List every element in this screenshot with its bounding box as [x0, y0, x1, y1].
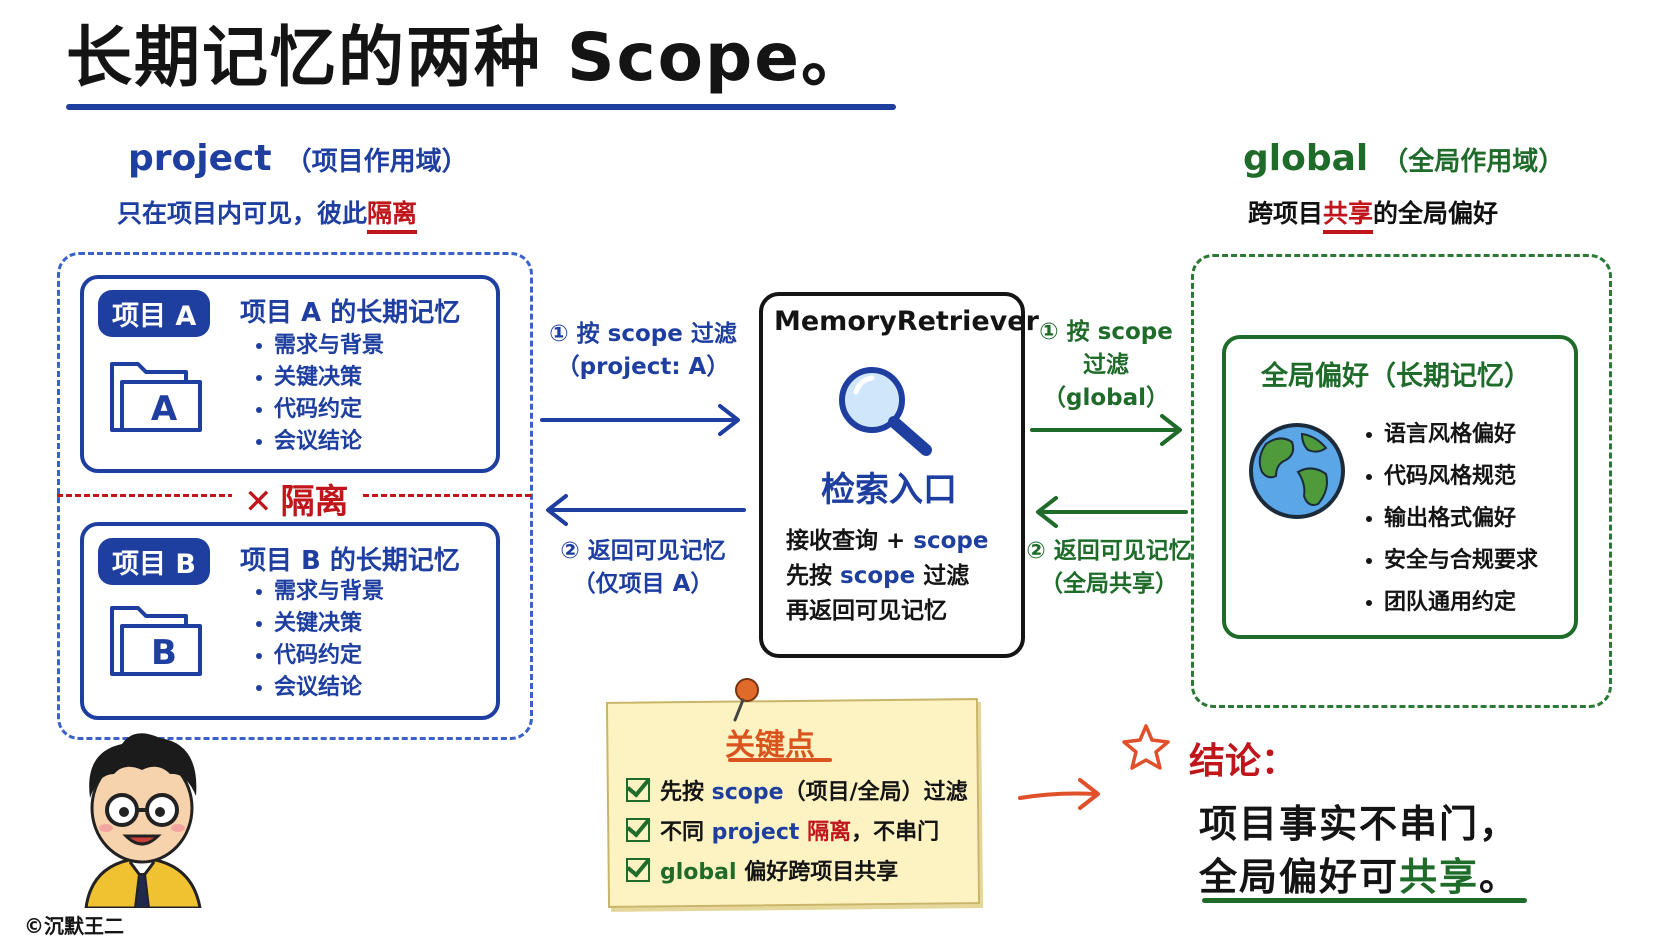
retriever-entry-label: 检索入口: [821, 470, 957, 510]
isolation-label: ✕隔离: [232, 474, 361, 523]
conclusion-title: 结论：: [1189, 741, 1298, 782]
arrow-back-from-global: [1036, 496, 1188, 528]
pushpin-icon: [733, 678, 759, 722]
global-pref-item: 团队通用约定: [1366, 584, 1516, 616]
cross-icon: ✕: [244, 482, 273, 522]
folder-icon: A: [110, 362, 202, 432]
page-title: 长期记忆的两种 Scope。: [66, 19, 869, 96]
project-a-item: 会议结论: [256, 426, 362, 458]
project-a-item: 需求与背景: [256, 330, 384, 362]
key-point-item: global 偏好跨项目共享: [626, 854, 898, 886]
folder-letter-a: A: [151, 389, 178, 429]
project-subtitle-highlight: 隔离: [367, 199, 418, 234]
folder-letter-b: B: [151, 633, 177, 673]
globe-icon: [1249, 423, 1345, 519]
project-subtitle-text: 只在项目内可见，彼此: [117, 199, 368, 228]
key-point-item: 不同 project 隔离，不串门: [626, 814, 939, 846]
avatar: [84, 733, 202, 908]
retriever-description: 接收查询 + scope 先按 scope 过滤 再返回可见记忆: [786, 528, 989, 624]
key-points-title: 关键点: [725, 728, 815, 763]
global-pref-item: 语言风格偏好: [1366, 416, 1516, 448]
project-a-tag: 项目 A: [98, 290, 211, 337]
project-scope-name: project: [128, 138, 272, 179]
project-scope-title: project （项目作用域）: [128, 138, 468, 179]
global-subtitle-highlight: 共享: [1323, 199, 1374, 234]
project-b-item: 需求与背景: [256, 576, 384, 608]
memory-retriever-box: [759, 292, 1025, 658]
arrow-label-return-global: ② 返回可见记忆 （全局共享）: [1026, 538, 1192, 597]
project-b-heading: 项目 B 的长期记忆: [240, 546, 460, 576]
conclusion-underline: [1202, 898, 1527, 903]
magnifier-icon: [839, 367, 932, 456]
checkbox-icon: [626, 778, 650, 802]
key-points-underline: [728, 758, 832, 762]
global-scope-subtitle: 跨项目共享的全局偏好: [1248, 194, 1499, 234]
project-a-item: 代码约定: [256, 394, 362, 426]
key-point-item: 先按 scope（项目/全局）过滤: [626, 774, 968, 806]
project-b-tag: 项目 B: [98, 538, 210, 585]
project-b-item: 关键决策: [256, 608, 362, 640]
project-scope-paren: （项目作用域）: [285, 147, 468, 177]
checkbox-icon: [626, 858, 650, 882]
project-a-heading: 项目 A 的长期记忆: [240, 298, 461, 328]
arrow-to-retriever: [540, 404, 740, 436]
global-preferences-title: 全局偏好（长期记忆）: [1261, 361, 1531, 392]
arrow-label-return-project: ② 返回可见记忆 （仅项目 A）: [560, 538, 726, 597]
global-pref-item: 安全与合规要求: [1366, 542, 1538, 574]
project-a-item: 关键决策: [256, 362, 362, 394]
arrow-back-to-project: [546, 494, 746, 526]
global-scope-container: [1191, 254, 1612, 708]
global-pref-item: 代码风格规范: [1366, 458, 1516, 490]
global-subtitle-pre: 跨项目: [1248, 199, 1324, 228]
conclusion-line-1: 项目事实不串门，: [1199, 802, 1520, 846]
arrow-to-conclusion: [1018, 778, 1100, 810]
arrow-label-filter-global: ① 按 scope 过滤 （global）: [1039, 319, 1173, 411]
global-scope-paren: （全局作用域）: [1382, 147, 1565, 177]
global-scope-name: global: [1243, 138, 1369, 179]
title-underline: [66, 104, 896, 110]
global-pref-item: 输出格式偏好: [1366, 500, 1516, 532]
global-subtitle-post: 的全局偏好: [1373, 199, 1499, 228]
project-scope-subtitle: 只在项目内可见，彼此隔离: [117, 194, 418, 234]
credit-text: ©沉默王二: [24, 914, 124, 938]
project-b-item: 代码约定: [256, 640, 362, 672]
arrow-label-filter-project: ① 按 scope 过滤 （project: A）: [549, 321, 737, 380]
project-b-item: 会议结论: [256, 672, 362, 704]
conclusion-line-2: 全局偏好可共享。: [1199, 855, 1520, 899]
folder-icon: B: [110, 606, 202, 676]
global-scope-title: global （全局作用域）: [1243, 138, 1564, 179]
checkbox-icon: [626, 818, 650, 842]
memory-retriever-title: MemoryRetriever: [774, 306, 1039, 337]
arrow-to-global: [1030, 414, 1182, 446]
star-icon: [1122, 724, 1170, 770]
